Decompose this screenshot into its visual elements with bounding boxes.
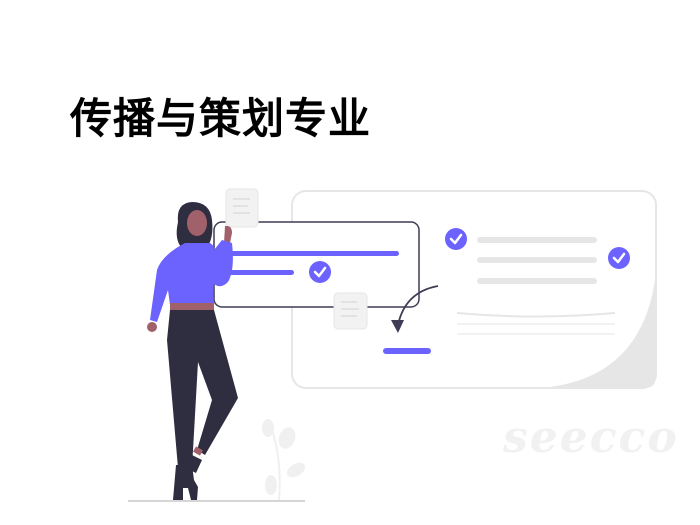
- accent-bar: [383, 348, 431, 354]
- watermark: seecco: [503, 412, 679, 463]
- note-icon: [333, 292, 368, 330]
- arrow-icon: [391, 285, 439, 333]
- check-icon: [309, 261, 331, 283]
- note-icon: [225, 188, 259, 228]
- check-icon: [608, 247, 630, 269]
- check-icon: [445, 228, 467, 250]
- plant-icon: [262, 419, 306, 501]
- page-title: 传播与策划专业: [70, 94, 372, 143]
- person-figure: [147, 202, 238, 500]
